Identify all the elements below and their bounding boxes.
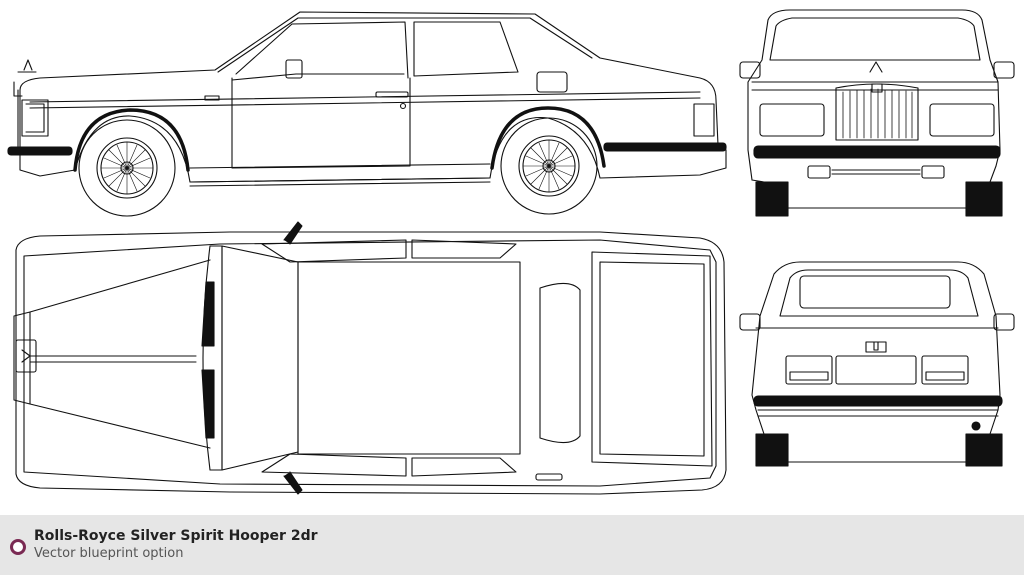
caption-subtitle: Vector blueprint option: [34, 546, 184, 561]
front-view: [739, 9, 1015, 217]
blueprint-canvas: [7, 9, 1015, 495]
caption-title: Rolls-Royce Silver Spirit Hooper 2dr: [34, 528, 318, 544]
side-view: [7, 11, 727, 217]
top-view: [13, 221, 727, 495]
caption-bar: Rolls-Royce Silver Spirit Hooper 2dr Vec…: [0, 515, 1024, 575]
blueprint-drawing: [7, 9, 1015, 495]
bullet-icon: [10, 539, 26, 555]
rear-view: [739, 261, 1015, 467]
